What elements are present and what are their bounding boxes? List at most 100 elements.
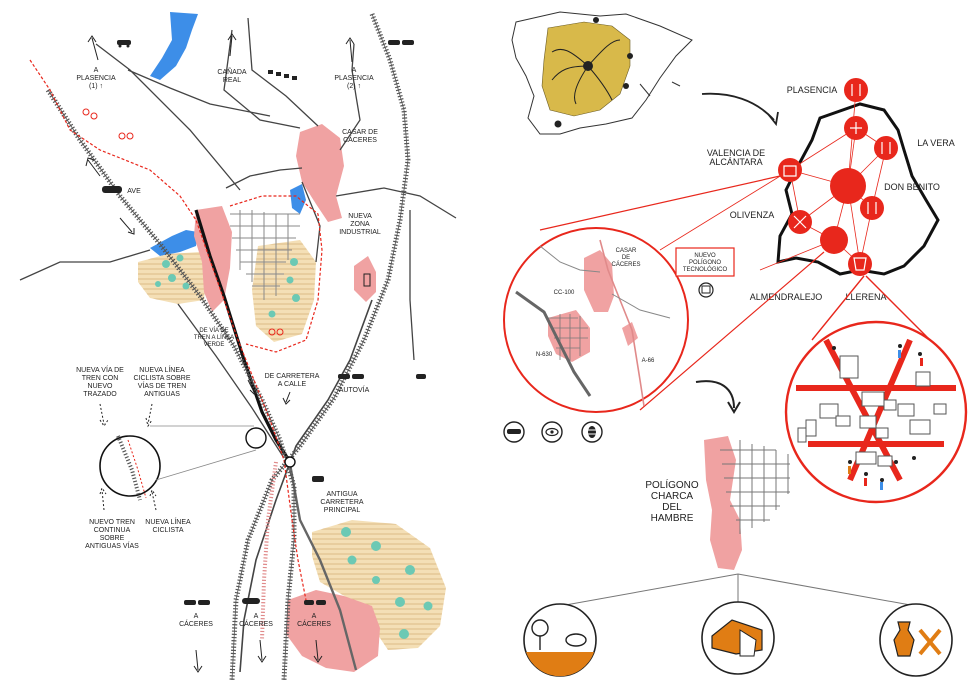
road-casar-connector [301, 181, 321, 263]
node-la-vera [874, 136, 898, 160]
pond-casar [290, 184, 306, 214]
sector-crafts [879, 603, 953, 677]
poligono-grid [720, 440, 790, 534]
train-icon [242, 598, 260, 604]
poligono-tec-icon [698, 282, 714, 298]
legend-icons-row [503, 421, 603, 443]
urban-zone-south [286, 590, 380, 672]
road-a66 [239, 299, 373, 673]
node-llerena [848, 252, 872, 276]
railway-southwest [260, 461, 278, 641]
sector-agriculture [523, 603, 597, 677]
label-city-olivenza: OLIVENZA [730, 210, 775, 220]
road-north-east [339, 43, 361, 151]
car-icon [304, 600, 326, 605]
car-icon [388, 40, 414, 45]
tree-cluster-west [155, 254, 190, 290]
road-northwest [127, 69, 271, 117]
road-west [19, 249, 151, 281]
road-antigua [288, 463, 358, 671]
direction-arrows [85, 33, 355, 673]
road-east-small [409, 210, 415, 361]
label-zoom-a66: A-66 [642, 358, 655, 364]
node-don-benito [860, 196, 884, 220]
poligono-tec-box [675, 247, 735, 277]
car-icon [117, 40, 131, 48]
cycle-loop-red [229, 195, 323, 353]
junction-circle [245, 427, 267, 449]
label-city-almendralejo: ALMENDRALEJO [750, 292, 823, 302]
railway-east [229, 13, 411, 681]
car-icon [312, 476, 324, 482]
amphora-icon [893, 621, 915, 657]
car-icon [184, 600, 210, 605]
node-symbols [783, 84, 891, 271]
cycle-line-red [29, 59, 307, 601]
node-badajoz [820, 226, 848, 254]
junction-node [284, 456, 296, 468]
cattle-icon [268, 70, 297, 80]
agri-area-east [252, 240, 316, 342]
label-city-la-vera: LA VERA [917, 138, 955, 148]
tree-cluster-east [268, 258, 300, 318]
label-autovia: AUTOVÍA [339, 385, 370, 394]
road-lower-left [177, 303, 285, 459]
zoom-circle-industrial [784, 320, 968, 504]
road-to-town [225, 167, 303, 189]
poligono-urban-area [704, 436, 742, 570]
arrow-to-poligono [695, 380, 735, 409]
label-city-don-benito: DON BENITO [884, 182, 940, 192]
label-city-plasencia: PLASENCIA [787, 85, 838, 95]
branch-lines [559, 573, 917, 607]
car-icon [338, 374, 364, 379]
node-caceres-center [830, 168, 866, 204]
road-network [19, 17, 457, 673]
urban-grid [230, 210, 300, 300]
urban-zone-casar [296, 124, 344, 222]
bicycle-icon [82, 108, 284, 336]
reservoir-middle [150, 230, 198, 256]
car-icon [416, 374, 426, 379]
label-ave: AVE [127, 188, 141, 195]
label-zoom-cc100: CC-100 [554, 290, 575, 296]
road-canada [223, 29, 301, 129]
detail-leader-2 [155, 449, 257, 481]
sector-cheese [701, 601, 775, 675]
label-city-llerena: LLERENA [845, 292, 886, 302]
reservoir-top [150, 12, 198, 80]
agri-area-south [312, 520, 446, 650]
tree-cluster-south [341, 527, 433, 639]
factory-icon [363, 273, 371, 287]
road-east [335, 187, 457, 219]
train-icon [102, 186, 122, 193]
tools-icon [918, 628, 942, 656]
industrial-zone-new [354, 256, 376, 302]
road-plasencia-1 [95, 43, 241, 191]
node-valencia [778, 158, 802, 182]
node-plasencia [844, 78, 868, 102]
road-casar-north [247, 17, 319, 127]
spain-flow-arrows [551, 39, 621, 105]
detail-circle [99, 435, 161, 497]
